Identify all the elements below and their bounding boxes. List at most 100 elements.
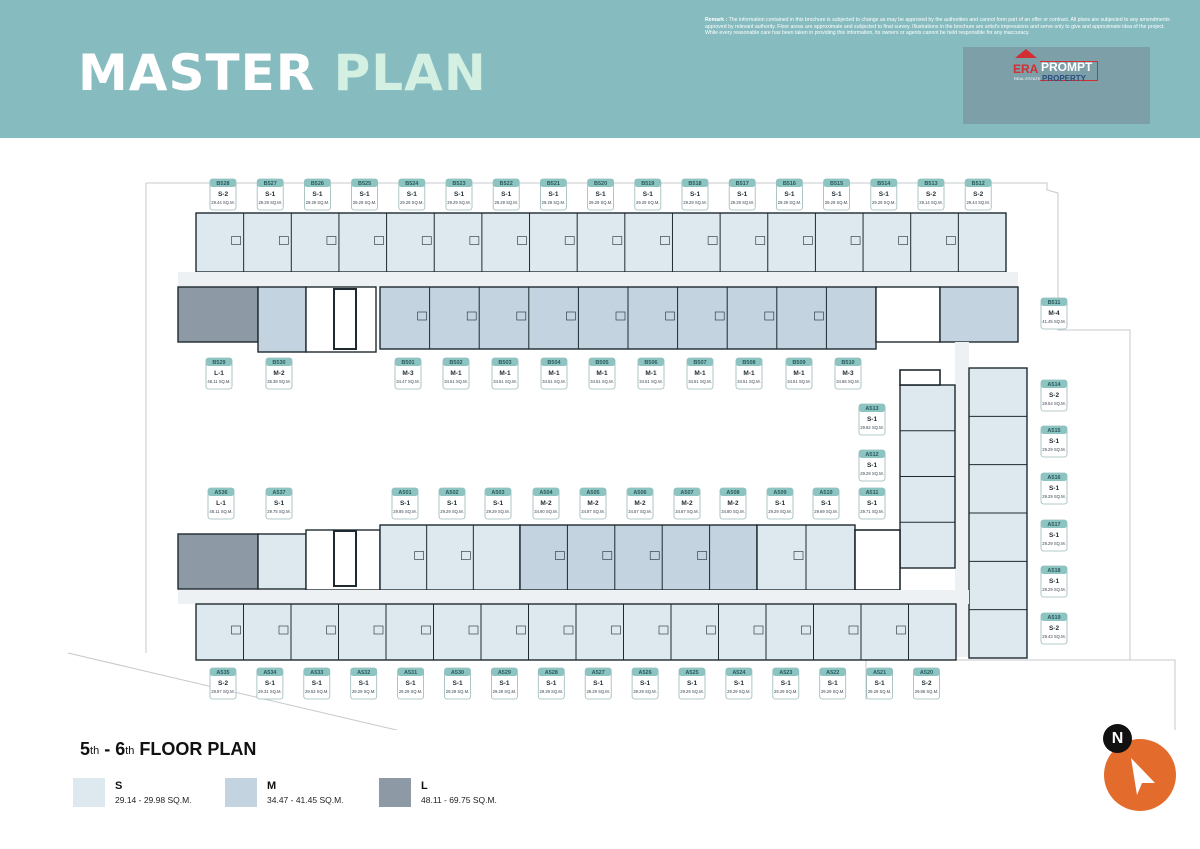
unit-tag-header <box>580 488 606 496</box>
unit-number: A512 <box>865 452 878 458</box>
legend-range-l: 48.11 - 69.75 SQ.M. <box>421 795 497 805</box>
unit-type: M-1 <box>450 370 462 377</box>
unit-number: B517 <box>736 181 749 187</box>
title-plan: PLAN <box>333 44 487 102</box>
unit-number: B508 <box>742 360 755 366</box>
unit-number: B525 <box>358 181 371 187</box>
bathroom-outline <box>755 236 766 245</box>
unit-number: B511 <box>1048 300 1061 306</box>
bathroom-outline <box>660 236 670 245</box>
unit-area: 29.29 SQ.M. <box>730 200 754 205</box>
unit-type: S-1 <box>832 191 843 198</box>
unit-type: S-1 <box>775 500 786 507</box>
unit-number: A527 <box>592 670 605 676</box>
bathroom-outline <box>374 236 384 245</box>
unit-type: S-1 <box>499 680 510 687</box>
unit-tag-header <box>729 179 756 187</box>
unit-area: 29.31 SQ.M. <box>258 689 282 694</box>
unit-tag-header <box>674 488 700 496</box>
unit-area: 29.29 SQ.M. <box>727 689 751 694</box>
unit-area: 29.29 SQ.M. <box>540 689 564 694</box>
unit-type: M-1 <box>596 370 608 377</box>
unit-tag-header <box>540 179 567 187</box>
logo-bracket-icon <box>1040 61 1098 81</box>
unit-area: 29.54 SQ.M. <box>1042 401 1066 406</box>
unit-tag-header <box>1041 298 1067 306</box>
unit-tag-header <box>1041 566 1067 574</box>
unit-area: 29.29 SQ.M. <box>542 200 566 205</box>
unit-tag-header <box>913 668 940 676</box>
floor-plan-title: 5th - 6th FLOOR PLAN <box>80 739 256 760</box>
logo-brand-sub: REAL ESTATE <box>1014 76 1041 81</box>
unit-tag-header <box>682 179 708 187</box>
unit-area: 34.51 SQ.M. <box>639 379 663 384</box>
unit-tag-header <box>1041 520 1067 528</box>
unit-type: S-2 <box>1049 392 1060 399</box>
unit-type: S-1 <box>643 191 654 198</box>
legend-range-m: 34.47 - 41.45 SQ.M. <box>267 795 344 805</box>
bathroom-outline <box>801 625 811 635</box>
a-wing-east-core <box>854 529 901 591</box>
bathroom-outline <box>898 236 909 245</box>
unit-type: M-1 <box>793 370 805 377</box>
bathroom-outline <box>803 236 813 245</box>
b-wing-m4-unit <box>939 286 1019 343</box>
unit-area: 29.29 SQ.M. <box>868 689 892 694</box>
unit-type: S-2 <box>921 680 932 687</box>
unit-type: S-1 <box>867 500 878 507</box>
unit-number: A520 <box>920 670 933 676</box>
unit-area: 29.44 SQ.M. <box>211 200 235 205</box>
unit-tag-header <box>256 668 283 676</box>
unit-number: A536 <box>214 490 227 496</box>
bathroom-outline <box>278 625 289 635</box>
unit-number: A501 <box>398 490 411 496</box>
unit-number: A533 <box>310 670 323 676</box>
unit-type: S-1 <box>737 191 748 198</box>
unit-type: S-1 <box>493 500 504 507</box>
unit-area: 29.29 SQ.M. <box>1042 494 1066 499</box>
bathroom-outline <box>466 311 477 321</box>
unit-tag-header <box>776 179 803 187</box>
unit-number: B503 <box>498 360 511 366</box>
unit-number: A517 <box>1047 522 1060 528</box>
site-boundary <box>146 182 1176 730</box>
unit-type: S-1 <box>879 191 890 198</box>
unit-tag-header <box>439 488 465 496</box>
unit-area: 29.29 SQ.M. <box>486 509 510 514</box>
unit-area: 29.29 SQ.M. <box>440 509 464 514</box>
unit-type: S-2 <box>973 191 984 198</box>
unit-type: M-1 <box>548 370 560 377</box>
unit-number: B519 <box>641 181 654 187</box>
unit-area: 29.29 SQ.M. <box>1042 587 1066 592</box>
bathroom-outline <box>417 311 427 321</box>
floor-second: 6 <box>115 739 126 759</box>
unit-tag-header <box>397 668 424 676</box>
unit-type: M-2 <box>634 500 646 507</box>
unit-tag-header <box>351 179 378 187</box>
unit-tag-header <box>585 668 612 676</box>
unit-area: 29.75 SQ.M. <box>267 509 291 514</box>
unit-number: A516 <box>1047 475 1060 481</box>
site-boundary-south <box>67 652 399 730</box>
legend-code-l: L <box>421 780 428 792</box>
